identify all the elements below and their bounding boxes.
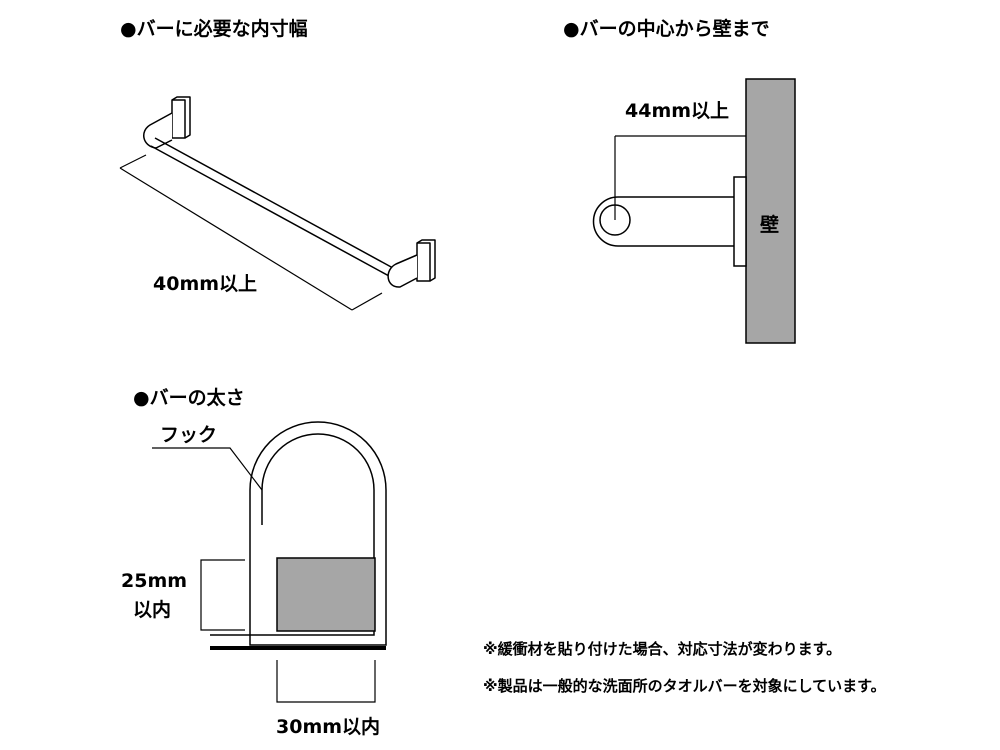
height-limit-label-line2: 以内 [133,599,172,621]
height-limit-label-line1: 25mm [121,570,188,592]
towel-bar-illustration [143,96,436,288]
note-scope: ※製品は一般的な洗面所のタオルバーを対象にしています。 [483,677,886,695]
bar-cross-section [276,557,376,632]
bar-to-wall-title: ●バーの中心から壁まで [563,18,770,40]
towel-bar-width-title: ●バーに必要な内寸幅 [120,18,308,40]
hook-leader-line [152,447,263,491]
bar-thickness-title: ●バーの太さ [133,387,245,409]
width-dimension-lines [119,154,383,311]
height-dimension-bracket [200,559,245,631]
hook-outline [210,421,387,646]
wall-distance-dimension-lines [614,135,746,220]
wall-distance-label: 44mm以上 [625,100,730,122]
wall-mount-plate [733,176,747,267]
wall-label: 壁 [760,214,780,236]
note-cushion: ※緩衝材を貼り付けた場合、対応寸法が変わります。 [483,640,842,658]
hook-label: フック [160,424,218,446]
wall-section [745,78,796,344]
width-dimension-label: 40mm以上 [153,273,258,295]
width-dimension-bracket [276,660,376,703]
width-limit-label: 30mm以内 [276,716,381,738]
